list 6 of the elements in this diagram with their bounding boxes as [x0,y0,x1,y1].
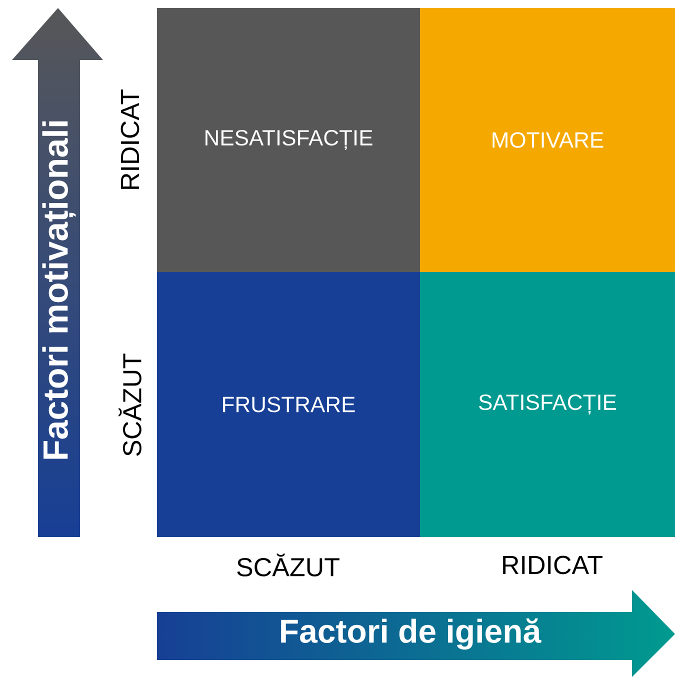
axis-arrow: Factori motivaționali [42,121,76,459]
quadrant-box: MOTIVARE [420,8,675,272]
quadrant-box: NESATISFACȚIE [157,8,420,272]
quadrant-box: FRUSTRARE [157,272,420,537]
quadrant-box: SATISFACȚIE [420,272,675,537]
axis-arrow: Factori de igienă [281,618,542,650]
